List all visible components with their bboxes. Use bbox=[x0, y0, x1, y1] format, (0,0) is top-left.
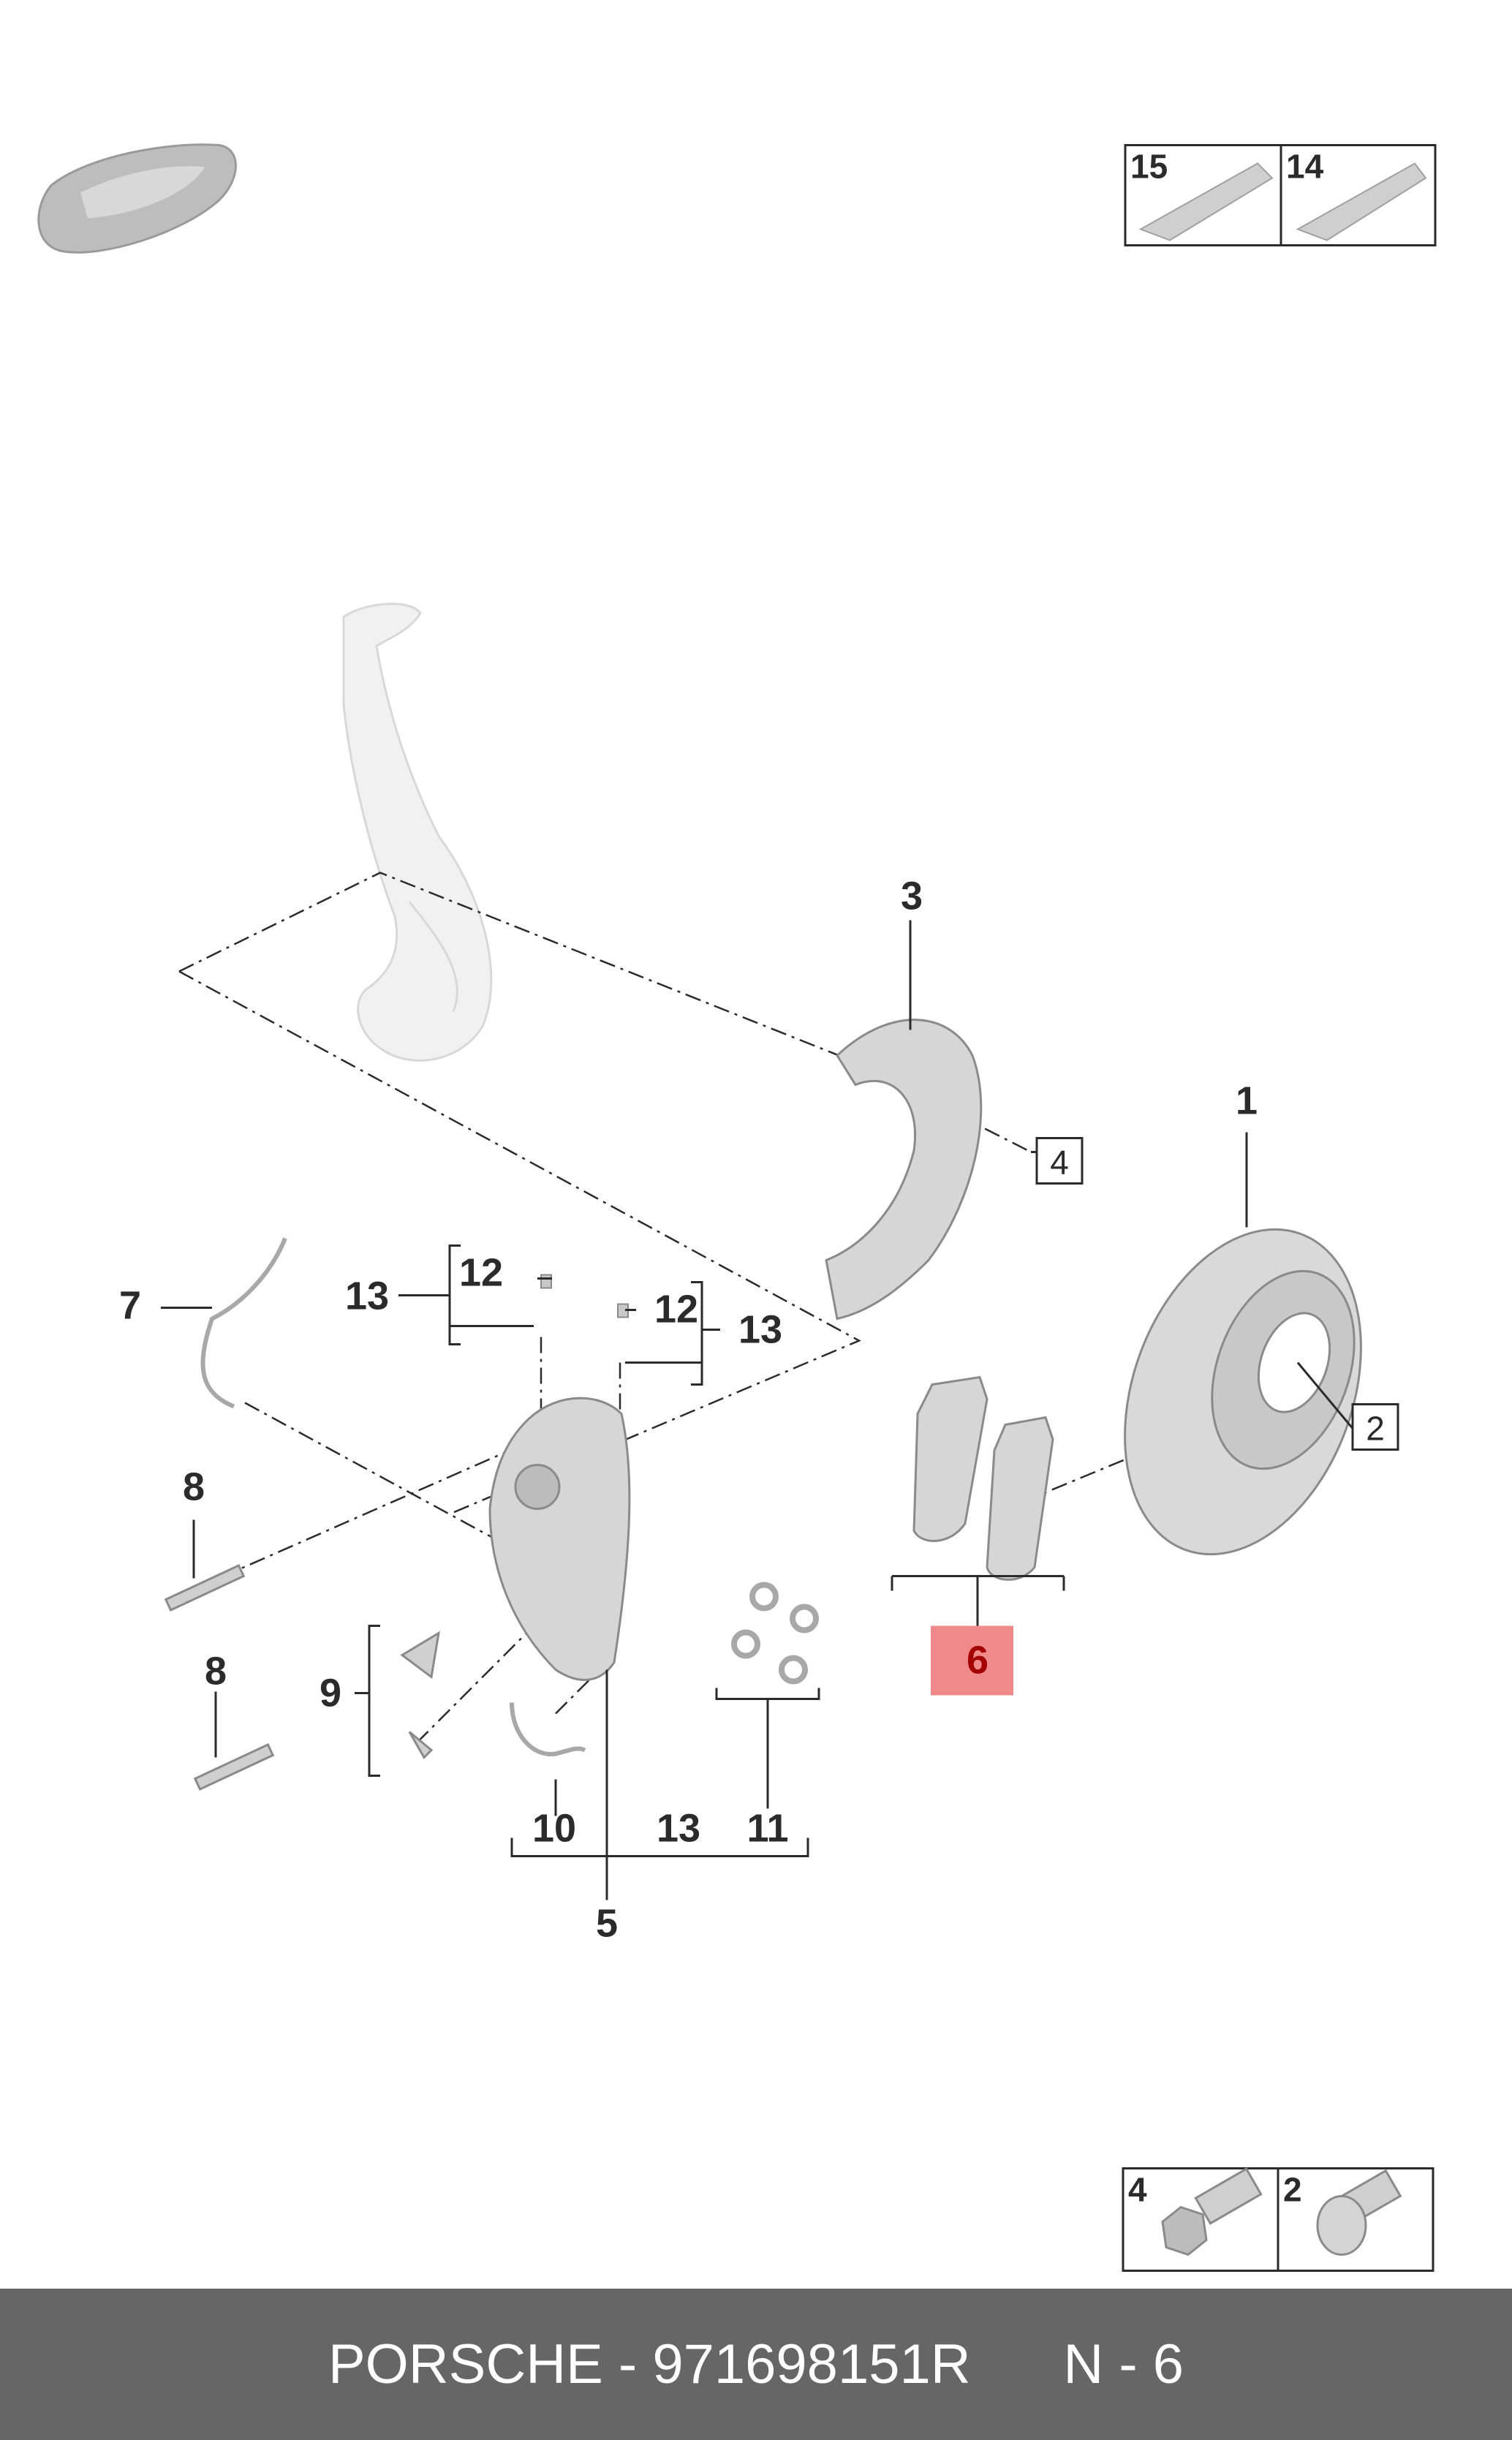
brand-label: PORSCHE bbox=[328, 2333, 603, 2395]
legend-14-label: 14 bbox=[1286, 148, 1324, 186]
wear-sensor-7-part bbox=[200, 1237, 287, 1409]
callout-4: 4 bbox=[1050, 1144, 1069, 1182]
callout-13-bottom: 13 bbox=[657, 1807, 700, 1851]
callout-2: 2 bbox=[1366, 1410, 1385, 1448]
grease-tube-icon bbox=[1138, 162, 1274, 241]
callout-8-lower: 8 bbox=[205, 1650, 227, 1693]
legend-15-label: 15 bbox=[1130, 148, 1168, 186]
part-number: 971698151R bbox=[652, 2333, 971, 2395]
wear-sensor-10-part bbox=[510, 1702, 586, 1757]
callout-12-right: 12 bbox=[654, 1288, 698, 1332]
brake-caliper-part bbox=[488, 1397, 631, 1681]
paste-tube-icon bbox=[1296, 162, 1427, 241]
callout-13-right: 13 bbox=[738, 1308, 782, 1352]
legend-4-label: 4 bbox=[1128, 2171, 1147, 2209]
legend-top: 15 14 bbox=[1124, 144, 1437, 246]
legend-bottom: 4 2 bbox=[1122, 2167, 1434, 2272]
separator: - bbox=[602, 2333, 653, 2395]
position-label: N - 6 bbox=[1063, 2333, 1184, 2395]
bleeder-cap-12a-part bbox=[540, 1274, 552, 1289]
callout-8-upper: 8 bbox=[183, 1465, 205, 1509]
callout-9: 9 bbox=[320, 1672, 341, 1715]
callout-1: 1 bbox=[1236, 1079, 1258, 1123]
steering-knuckle bbox=[342, 603, 493, 1062]
footer-text: PORSCHE - 971698151R N - 6 bbox=[0, 2289, 1512, 2440]
car-thumbnail-icon bbox=[37, 143, 237, 254]
bolt-8-lower-part bbox=[193, 1743, 275, 1791]
callout-7: 7 bbox=[119, 1284, 141, 1328]
callout-10: 10 bbox=[532, 1807, 576, 1851]
brake-pads-part bbox=[912, 1375, 1054, 1581]
callout-12-left: 12 bbox=[459, 1251, 503, 1295]
seal-rings-11-part bbox=[731, 1582, 819, 1685]
spring-clip-9-part bbox=[400, 1631, 441, 1759]
countersunk-screw-icon bbox=[1316, 2169, 1402, 2256]
highlight-box bbox=[931, 1625, 1013, 1696]
callout-11: 11 bbox=[746, 1807, 788, 1851]
hex-bolt-icon bbox=[1161, 2167, 1263, 2256]
callout-5: 5 bbox=[596, 1902, 618, 1946]
bolt-8-upper-part bbox=[164, 1564, 246, 1612]
legend-2-label: 2 bbox=[1283, 2171, 1302, 2209]
callout-6: 6 bbox=[967, 1639, 989, 1682]
callout-3: 3 bbox=[901, 875, 923, 918]
brake-shield-part bbox=[825, 1019, 983, 1321]
brake-disc-part bbox=[1124, 1228, 1362, 1556]
footer-bar: PORSCHE - 971698151R N - 6 bbox=[0, 2289, 1512, 2440]
callout-13-left: 13 bbox=[345, 1274, 389, 1318]
